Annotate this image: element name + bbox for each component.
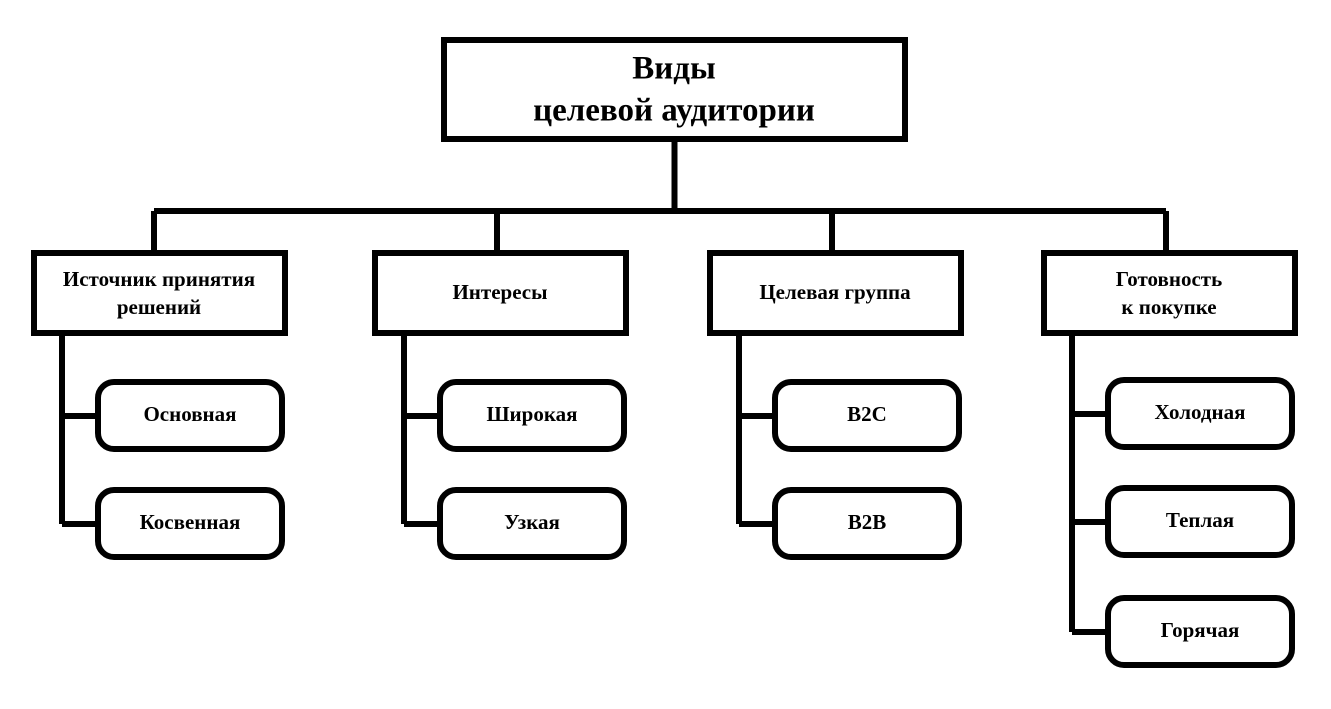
node-branch-3[interactable]: Целевая группа (707, 250, 964, 336)
node-root[interactable]: Виды целевой аудитории (441, 37, 908, 142)
node-leaf-4-1-label: Холодная (1154, 400, 1245, 424)
node-leaf-2-1-label: Широкая (487, 402, 578, 426)
node-leaf-4-1[interactable]: Холодная (1105, 377, 1295, 450)
node-root-label-line2: целевой аудитории (533, 93, 815, 129)
node-leaf-2-2[interactable]: Узкая (437, 487, 627, 560)
connector-layer (59, 142, 1169, 635)
node-leaf-4-3-label: Горячая (1161, 618, 1240, 642)
node-leaf-2-2-box (437, 487, 627, 560)
node-leaf-3-2-box (772, 487, 962, 560)
node-leaf-2-2-label: Узкая (504, 510, 560, 534)
node-leaf-4-1-box (1105, 377, 1295, 450)
node-leaf-1-2-box (95, 487, 285, 560)
node-leaf-2-1-box (437, 379, 627, 452)
node-branch-1-box (31, 250, 288, 336)
node-branch-3-label-line1: Целевая группа (759, 280, 911, 304)
node-leaf-4-3[interactable]: Горячая (1105, 595, 1295, 668)
node-leaf-4-3-box (1105, 595, 1295, 668)
node-leaf-4-2[interactable]: Теплая (1105, 485, 1295, 558)
node-branch-4-box (1041, 250, 1298, 336)
node-branch-4-label-line1: Готовность (1116, 267, 1222, 291)
node-leaf-4-2-label: Теплая (1166, 508, 1234, 532)
node-root-label-line1: Виды (632, 51, 715, 87)
node-leaf-1-2-label: Косвенная (140, 510, 241, 534)
node-branch-3-box (707, 250, 964, 336)
node-leaf-3-1[interactable]: B2C (772, 379, 962, 452)
node-leaf-1-1-box (95, 379, 285, 452)
node-leaf-3-1-label: B2C (847, 402, 887, 426)
node-branch-1[interactable]: Источник принятия решений (31, 250, 288, 336)
node-branch-1-label-line2: решений (117, 295, 201, 319)
node-leaf-3-2-label: B2B (848, 510, 887, 534)
node-branch-4-label-line2: к покупке (1121, 295, 1216, 319)
node-leaf-2-1[interactable]: Широкая (437, 379, 627, 452)
node-branch-2-box (372, 250, 629, 336)
node-leaf-3-2[interactable]: B2B (772, 487, 962, 560)
node-root-box (441, 37, 908, 142)
node-leaf-1-2[interactable]: Косвенная (95, 487, 285, 560)
node-leaf-4-2-box (1105, 485, 1295, 558)
node-branch-4[interactable]: Готовность к покупке (1041, 250, 1298, 336)
node-leaf-3-1-box (772, 379, 962, 452)
node-leaf-1-1[interactable]: Основная (95, 379, 285, 452)
node-leaf-1-1-label: Основная (143, 402, 236, 426)
node-branch-2[interactable]: Интересы (372, 250, 629, 336)
node-branch-1-label-line1: Источник принятия (63, 267, 255, 291)
node-branch-2-label-line1: Интересы (452, 280, 547, 304)
